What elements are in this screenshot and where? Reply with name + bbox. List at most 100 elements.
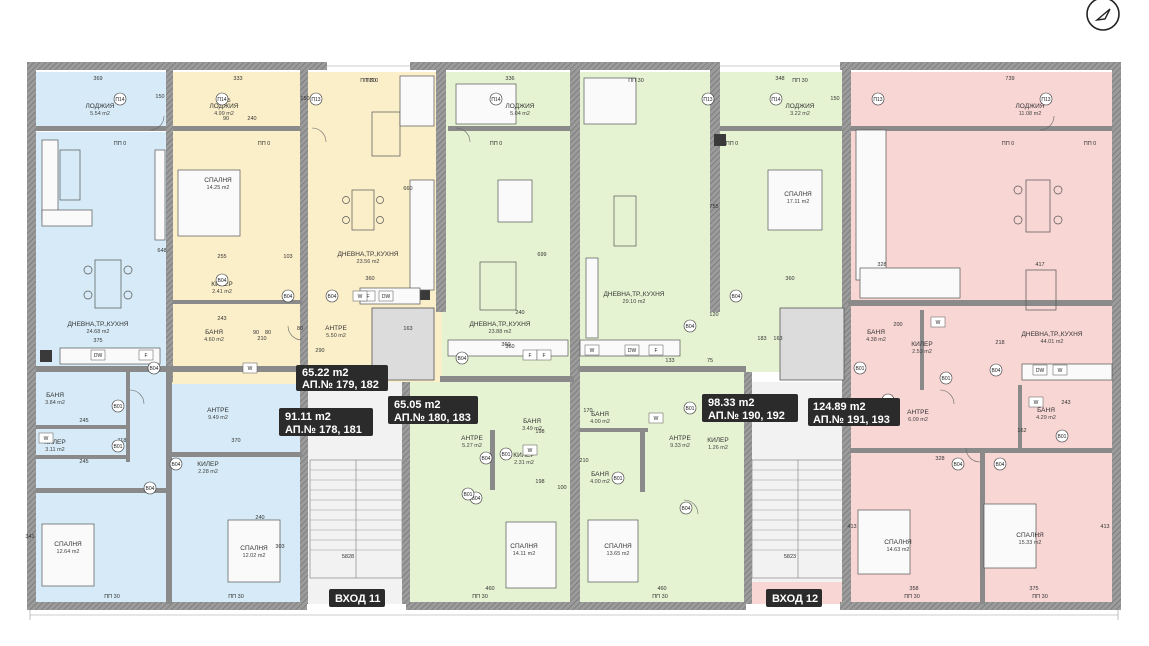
dimension-label: 648 bbox=[157, 248, 166, 254]
element-tag-code: П14 bbox=[115, 97, 124, 103]
element-tag-code: В04 bbox=[150, 366, 159, 372]
north-arrow-icon bbox=[1086, 0, 1120, 31]
fixture-label: F bbox=[654, 348, 657, 354]
tag-circle bbox=[309, 92, 323, 106]
room-name: КИЛЕР bbox=[911, 341, 932, 348]
room-name: БАНЯ bbox=[591, 471, 609, 478]
dimension-label: 162 bbox=[1017, 428, 1026, 434]
room-name: ДНЕВНА,ТР.,КУХНЯ bbox=[1021, 331, 1082, 338]
element-tag: П14 bbox=[215, 92, 229, 106]
dimension-label: 328 bbox=[935, 456, 944, 462]
apartment-tag-e-numbers: АП.№ 191, 193 bbox=[813, 414, 890, 426]
room-area: 5.50 m2 bbox=[326, 333, 346, 339]
doors bbox=[129, 115, 1055, 515]
dimension-label: 243 bbox=[217, 316, 226, 322]
room-area: 14.11 m2 bbox=[513, 551, 536, 557]
window-label: ПП 30 bbox=[104, 594, 120, 600]
tag-circle bbox=[169, 457, 183, 471]
apartment-tag-a-area: 91.11 m2 bbox=[285, 411, 331, 423]
room-name: СПАЛНЯ bbox=[54, 541, 82, 548]
tag-circle bbox=[853, 361, 867, 375]
apartment-tag-d[interactable]: 98.33 m2 АП.№ 190, 192 bbox=[702, 394, 798, 422]
room-area: 3.49 m2 bbox=[522, 426, 542, 432]
room-name: КИЛЕР bbox=[44, 439, 65, 446]
tag-circle bbox=[479, 451, 493, 465]
element-tag: В04 bbox=[729, 289, 743, 303]
tag-circle bbox=[683, 401, 697, 415]
window-label: ПП 0 bbox=[258, 141, 271, 147]
element-tag: П14 bbox=[113, 92, 127, 106]
dimension-label: 290 bbox=[315, 348, 324, 354]
dimension-label: 240 bbox=[515, 310, 524, 316]
dimension-label: 210 bbox=[257, 336, 266, 342]
element-tag: В04 bbox=[951, 457, 965, 471]
dimension-label: 240 bbox=[255, 515, 264, 521]
element-tag: П14 bbox=[489, 92, 503, 106]
room-area: 2.31 m2 bbox=[514, 460, 534, 466]
element-tag: В01 bbox=[499, 447, 513, 461]
dimension-label: 413 bbox=[1100, 524, 1109, 530]
element-tag: В04 bbox=[993, 457, 1007, 471]
window-label: ПП 30 bbox=[472, 594, 488, 600]
element-tag: П13 bbox=[871, 92, 885, 106]
entrance-tag-11[interactable]: ВХОД 11 bbox=[329, 589, 385, 607]
zone-apartment-a bbox=[36, 72, 166, 130]
window-label: ПП 0 bbox=[490, 141, 503, 147]
room-name: КИЛЕР bbox=[197, 461, 218, 468]
fixture-box bbox=[648, 412, 664, 424]
element-tag: В01 bbox=[939, 371, 953, 385]
fixture-box bbox=[90, 349, 106, 361]
dimension-label: 333 bbox=[233, 76, 242, 82]
tag-circle bbox=[951, 457, 965, 471]
dimension-label: 417 bbox=[1035, 262, 1044, 268]
apartment-tag-d-area: 98.33 m2 bbox=[708, 397, 754, 409]
element-tag-code: П13 bbox=[873, 97, 882, 103]
element-tag-code: В01 bbox=[114, 444, 123, 450]
element-tag-code: В01 bbox=[942, 376, 951, 382]
entrance-tag-12[interactable]: ВХОД 12 bbox=[766, 589, 822, 607]
fixture-label: W bbox=[654, 416, 659, 422]
element-tag: В04 bbox=[325, 289, 339, 303]
dimension-label: 170 bbox=[583, 408, 592, 414]
window-label: ПП 30 bbox=[1032, 594, 1048, 600]
room-area: 24.68 m2 bbox=[87, 329, 110, 335]
apartment-tag-c-area: 65.05 m2 bbox=[394, 399, 440, 411]
room-name: ЛОДЖИЯ bbox=[86, 103, 115, 110]
room-name: СПАЛНЯ bbox=[510, 543, 538, 550]
apartment-tag-c[interactable]: 65.05 m2 АП.№ 180, 183 bbox=[388, 396, 478, 424]
dimension-label: 150 bbox=[155, 94, 164, 100]
fixture-box bbox=[624, 344, 640, 356]
room-area: 3.22 m2 bbox=[790, 111, 810, 117]
dimension-label: 360 bbox=[785, 276, 794, 282]
room-area: 2.41 m2 bbox=[212, 289, 232, 295]
room-name: СПАЛНЯ bbox=[240, 545, 268, 552]
tag-circle bbox=[461, 487, 475, 501]
tag-circle bbox=[679, 501, 693, 515]
room-name: ЛОДЖИЯ bbox=[210, 103, 239, 110]
room-area: 23.88 m2 bbox=[489, 329, 512, 335]
room-area: 3.84 m2 bbox=[45, 400, 65, 406]
element-tag-code: П13 bbox=[311, 97, 320, 103]
element-tag: В01 bbox=[461, 487, 475, 501]
dimension-label: 245 bbox=[79, 418, 88, 424]
room-name: СПАЛНЯ bbox=[1016, 532, 1044, 539]
room-name: ДНЕВНА,ТР.,КУХНЯ bbox=[337, 251, 398, 258]
dimension-label: 348 bbox=[775, 76, 784, 82]
room-area: 9.33 m2 bbox=[670, 443, 690, 449]
element-tag: В04 bbox=[455, 351, 469, 365]
apartment-tag-c-numbers: АП.№ 180, 183 bbox=[394, 412, 471, 424]
element-tag-code: В01 bbox=[1058, 434, 1067, 440]
element-tag-code: В04 bbox=[172, 462, 181, 468]
room-area: 15.33 m2 bbox=[1019, 540, 1042, 546]
room-area: 5.27 m2 bbox=[462, 443, 482, 449]
apartment-tag-b[interactable]: 65.22 m2 АП.№ 179, 182 bbox=[296, 365, 388, 391]
element-tag-code: В04 bbox=[146, 486, 155, 492]
window-label: ПП 0 bbox=[726, 141, 739, 147]
apartment-tag-a[interactable]: 91.11 m2 АП.№ 178, 181 bbox=[279, 408, 373, 436]
apartment-tag-e-area: 124.89 m2 bbox=[813, 401, 866, 413]
apartment-tag-e[interactable]: 124.89 m2 АП.№ 191, 193 bbox=[808, 398, 900, 426]
dimension-label: 90 bbox=[223, 116, 229, 122]
element-tag: П14 bbox=[769, 92, 783, 106]
tag-circle bbox=[871, 92, 885, 106]
